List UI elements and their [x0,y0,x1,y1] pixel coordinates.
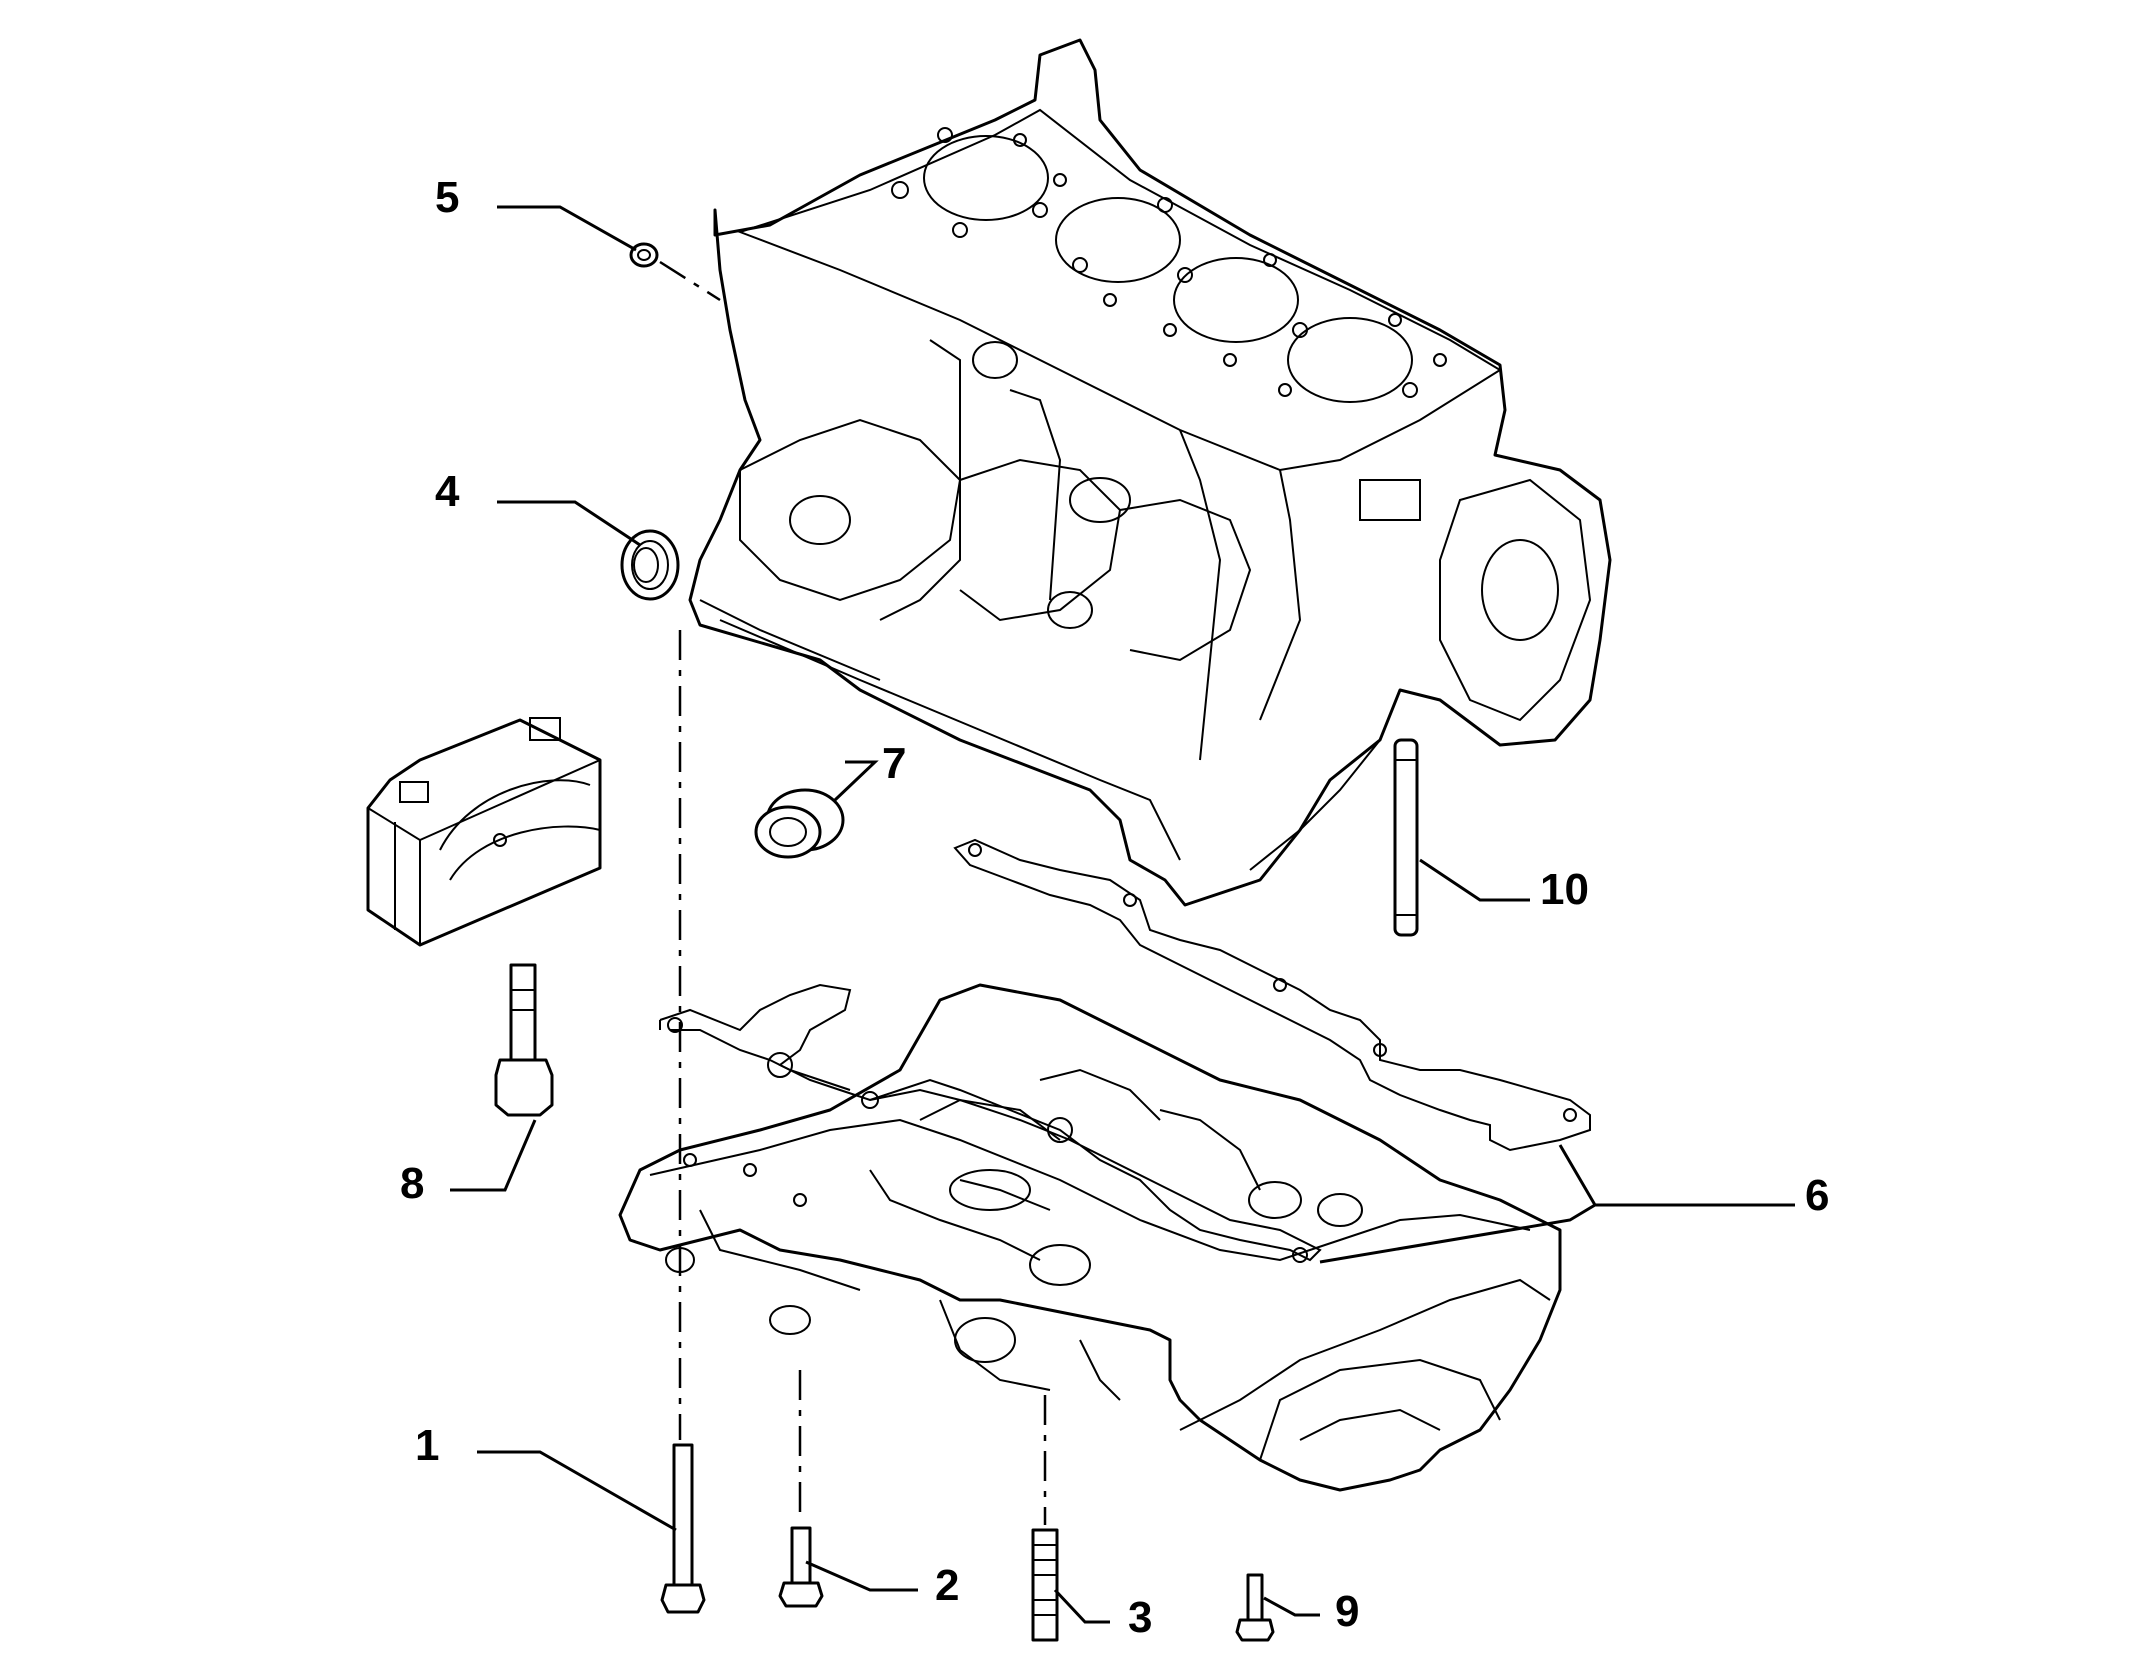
bolt-part-1 [660,1443,706,1614]
callout-3: 3 [1128,1593,1152,1642]
callout-7: 7 [882,739,906,788]
lower-crankcase [618,983,1562,1492]
crankcase-gasket [659,983,1322,1263]
bearing-cap-block [366,717,602,947]
bolt-part-2 [778,1526,824,1608]
callout-10: 10 [1540,865,1589,914]
callout-6: 6 [1805,1171,1829,1220]
side-gasket [953,838,1591,1152]
seal-ring-part-4 [620,529,680,601]
engine-block [688,38,1612,907]
bushing-part-7 [754,788,845,859]
bolt-part-9 [1235,1573,1275,1642]
assembly-lines [659,260,1047,1525]
stud-part-3 [1031,1528,1059,1642]
callout-2: 2 [935,1561,959,1610]
callout-8: 8 [400,1159,424,1208]
callout-1: 1 [415,1421,439,1470]
callouts: 5 4 7 10 8 6 1 2 3 9 [400,173,1829,1642]
bolt-part-8 [494,963,554,1117]
callout-4: 4 [435,467,460,516]
callout-9: 9 [1335,1587,1359,1636]
callout-5: 5 [435,173,459,222]
leader-lines [450,205,1795,1624]
tube-part-10 [1393,738,1419,937]
plug-part-5 [629,242,659,268]
